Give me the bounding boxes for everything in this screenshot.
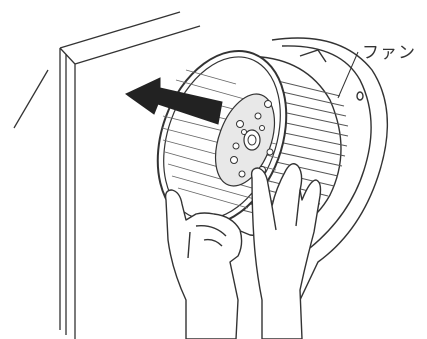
- fan-callout-label: ファン: [362, 38, 416, 63]
